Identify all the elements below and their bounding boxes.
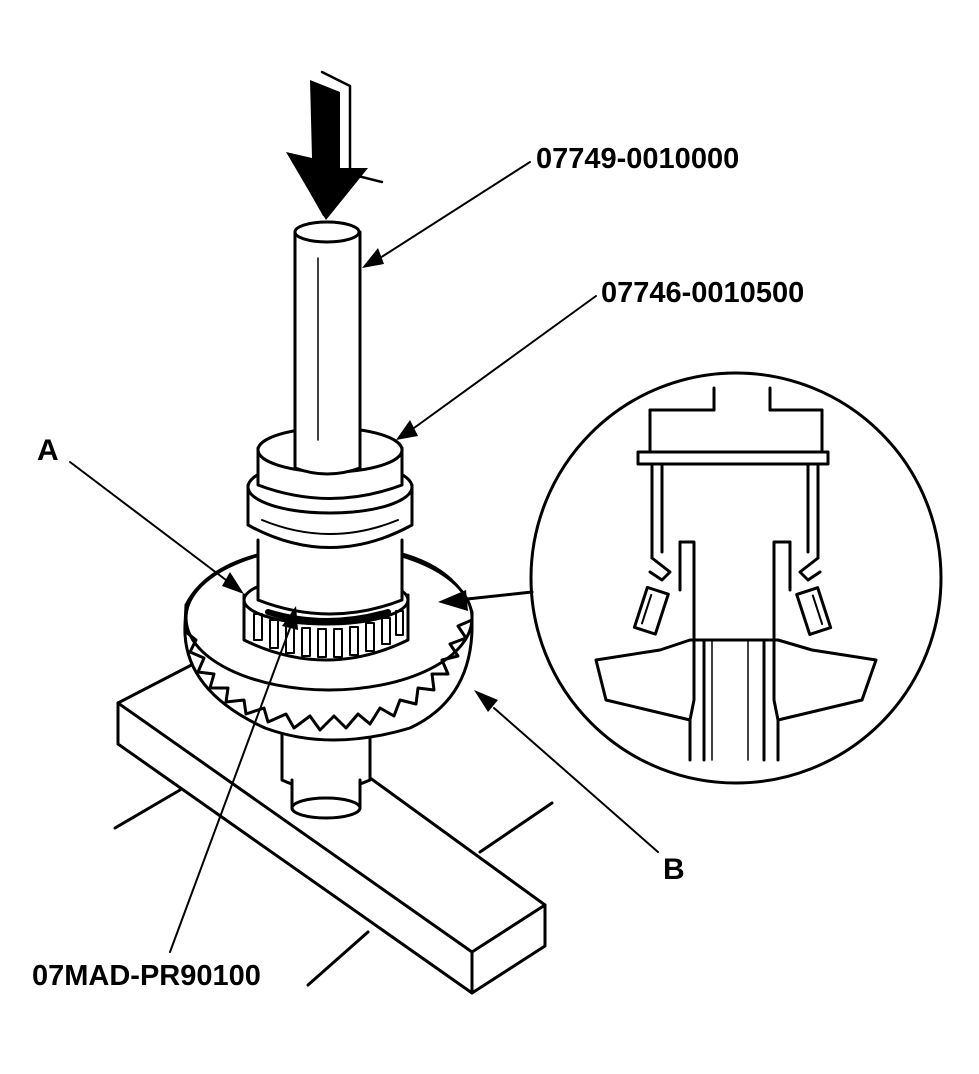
leader-a-arrowhead bbox=[222, 572, 244, 594]
leader-07mad bbox=[169, 627, 291, 953]
callout-07749-0010000: 07749-0010000 bbox=[536, 143, 740, 175]
callout-a: A bbox=[37, 434, 59, 467]
callout-b: B bbox=[663, 853, 685, 886]
leader-07746-arrowhead bbox=[396, 420, 418, 440]
pinion-shaft bbox=[280, 733, 372, 820]
detail-inset bbox=[438, 371, 943, 785]
leader-lines bbox=[69, 161, 659, 953]
leader-07749 bbox=[379, 161, 531, 259]
leader-07mad-arrowhead bbox=[282, 606, 298, 630]
callout-07746-0010500: 07746-0010500 bbox=[601, 277, 805, 309]
down-arrow-icon bbox=[286, 70, 384, 220]
leader-07746 bbox=[413, 295, 597, 429]
leader-b-arrowhead bbox=[474, 690, 498, 712]
leader-a bbox=[69, 461, 227, 581]
leader-07749-arrowhead bbox=[362, 248, 384, 268]
callout-07mad-pr90100: 07MAD-PR90100 bbox=[32, 960, 261, 992]
leader-b bbox=[493, 707, 659, 853]
driver-handle bbox=[293, 220, 362, 476]
